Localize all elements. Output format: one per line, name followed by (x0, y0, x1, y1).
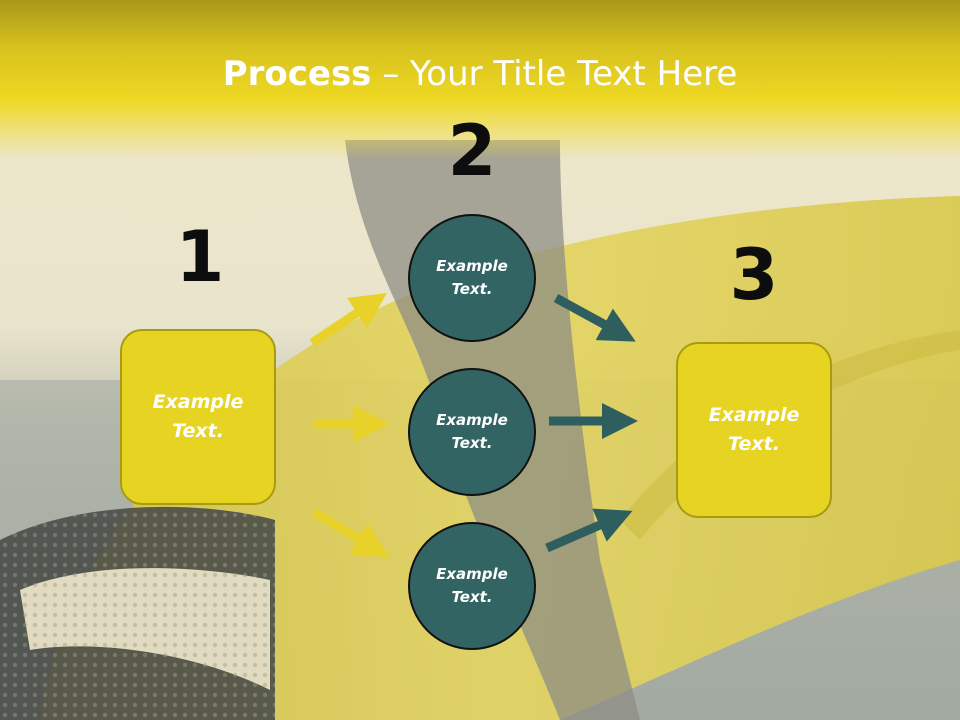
arrow-1-to-2a (309, 293, 387, 347)
step-3-box: Example Text. (676, 342, 832, 518)
step-2-circle-2-text: Example Text. (436, 411, 508, 452)
step-1-box: Example Text. (120, 329, 276, 505)
title-bold: Process (222, 54, 372, 94)
step-1-text: Example Text. (152, 391, 244, 442)
step-number-1: 1 (175, 216, 225, 298)
arrow-1-to-2c (311, 508, 390, 558)
step-number-2: 2 (447, 110, 497, 192)
step-2-circle-3-text: Example Text. (436, 565, 508, 606)
step-2-circle-1-text: Example Text. (436, 257, 508, 298)
step-2-circle-1: Example Text. (408, 214, 536, 342)
title-rest: – Your Title Text Here (371, 54, 738, 94)
step-number-3: 3 (729, 234, 779, 316)
title-band (0, 0, 960, 160)
step-2-circle-2: Example Text. (408, 368, 536, 496)
step-3-text: Example Text. (708, 404, 800, 455)
arrow-2a-to-3 (553, 294, 636, 342)
step-2-circle-3: Example Text. (408, 522, 536, 650)
slide-title: Process – Your Title Text Here (0, 52, 960, 96)
arrow-2c-to-3 (545, 508, 633, 553)
